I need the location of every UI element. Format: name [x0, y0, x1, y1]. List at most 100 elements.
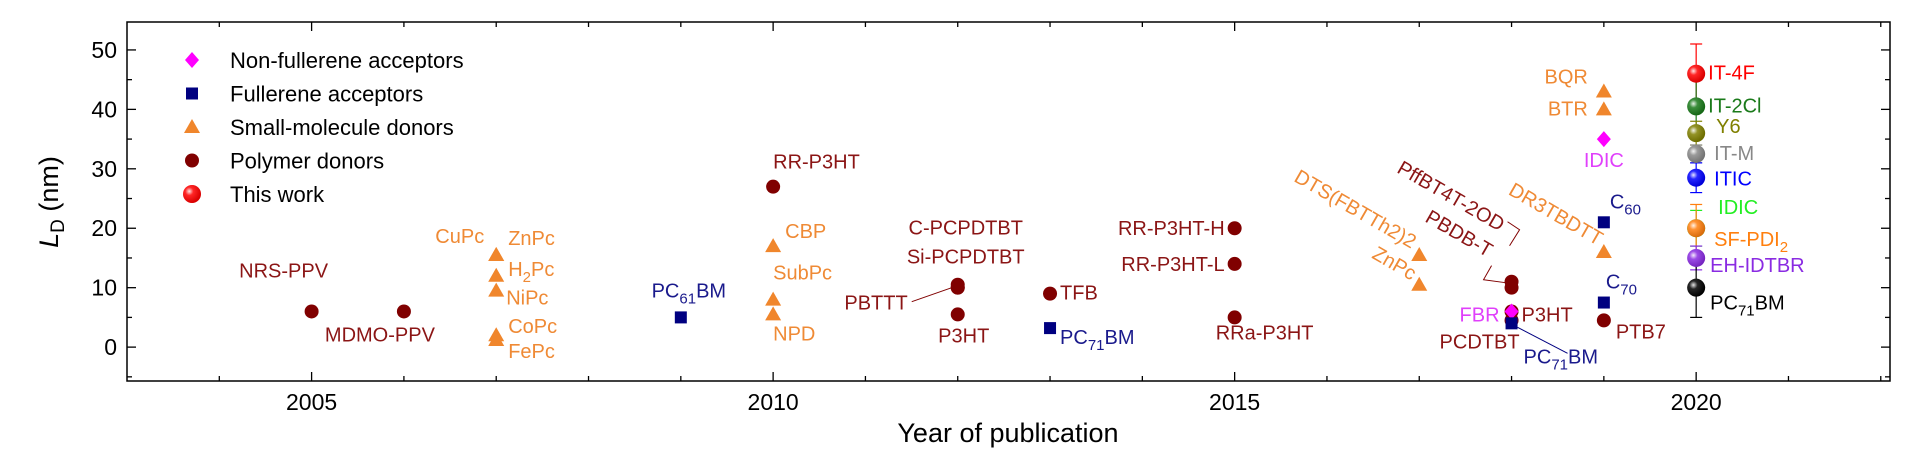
- label-part: DR3TBDTT: [1505, 179, 1606, 250]
- circle-marker: [1227, 256, 1242, 271]
- square-marker: [1044, 322, 1057, 335]
- this-work-marker: ITIC: [1687, 168, 1752, 191]
- legend-label: This work: [230, 182, 325, 207]
- sphere-highlight: [1687, 97, 1706, 116]
- label-part: ZnPc: [1368, 243, 1419, 285]
- point-label: EH-IDTBR: [1710, 255, 1804, 277]
- label-part: NPD: [773, 323, 815, 345]
- point-label: ITIC: [1714, 169, 1752, 191]
- leader-line: [1517, 326, 1568, 354]
- triangle-marker: [1595, 101, 1612, 116]
- square-icon: [186, 87, 198, 100]
- point-label: PTB7: [1616, 321, 1666, 343]
- point-label: IDIC: [1584, 150, 1624, 172]
- point-label: SF-PDI2: [1714, 229, 1788, 256]
- label-part: PCDTBT: [1440, 331, 1520, 353]
- data-point-small: SubPc: [765, 263, 832, 306]
- data-marks: NRS-PPVMDMO-PPVZnPcCuPcH2PcNiPcCoPcFePcP…: [239, 43, 1805, 373]
- label-part: RR-P3HT: [773, 152, 860, 174]
- point-label: P3HT: [1522, 304, 1573, 326]
- point-label: TFB: [1060, 283, 1098, 305]
- label-part: Y6: [1716, 116, 1740, 138]
- label-part: ITIC: [1714, 169, 1752, 191]
- data-point-polymer: MDMO-PPV: [325, 304, 436, 346]
- data-point-small: BQR: [1545, 67, 1612, 98]
- point-label: FePc: [508, 341, 555, 363]
- sphere-highlight: [1687, 124, 1706, 143]
- circle-marker: [950, 307, 965, 322]
- data-point-polymer: RR-P3HT-L: [1121, 254, 1242, 276]
- triangle-marker: [1411, 246, 1428, 261]
- circle-marker: [304, 304, 319, 319]
- diamond-icon: [185, 52, 199, 68]
- label-part: FBR: [1460, 304, 1500, 326]
- y-tick-label: 50: [91, 37, 117, 63]
- label-part: BTR: [1548, 98, 1588, 120]
- triangle-marker: [488, 246, 505, 261]
- label-subscript: 71: [1088, 337, 1105, 354]
- point-label: CuPc: [435, 226, 484, 248]
- data-point-polymer: PTB7: [1596, 313, 1666, 343]
- label-subscript: 71: [1551, 356, 1568, 373]
- label-part: CBP: [785, 221, 826, 243]
- circle-marker: [1504, 280, 1519, 295]
- label-part: BM: [1755, 293, 1785, 315]
- data-point-polymer: RR-P3HT: [766, 152, 860, 194]
- point-label: PC71BM: [1524, 346, 1598, 373]
- label-subscript: 70: [1620, 282, 1637, 299]
- label-part: BM: [1105, 327, 1135, 349]
- label-part: RR-P3HT-L: [1121, 254, 1224, 276]
- this-work-marker: PC71BM: [1687, 278, 1785, 320]
- point-label: H2Pc: [508, 259, 554, 286]
- y-tick-label: 10: [91, 275, 117, 301]
- label-part: H: [508, 259, 522, 281]
- point-label: NPD: [773, 323, 815, 345]
- point-label: PCDTBT: [1440, 331, 1520, 353]
- point-label: RR-P3HT: [773, 152, 860, 174]
- circle-marker: [766, 179, 781, 194]
- data-point-polymer: Si-PCPDTBT: [907, 247, 1025, 295]
- label-part: SF-PDI: [1714, 229, 1780, 251]
- label-subscript: 60: [1624, 201, 1641, 218]
- circle-marker: [1227, 221, 1242, 236]
- label-part: PC: [1710, 293, 1738, 315]
- label-part: C: [1610, 191, 1624, 213]
- label-part: PTB7: [1616, 321, 1666, 343]
- label-part: BM: [696, 280, 726, 302]
- data-point-small: CBP: [765, 221, 826, 253]
- label-part: FePc: [508, 341, 555, 363]
- y-tick-label: 40: [91, 96, 117, 122]
- point-label: FBR: [1460, 304, 1500, 326]
- y-axis-title: LD (nm): [34, 156, 69, 248]
- label-part: IT-2Cl: [1708, 95, 1761, 117]
- point-label: CoPc: [508, 316, 557, 338]
- label-part: C: [1606, 272, 1620, 294]
- point-label: RR-P3HT-H: [1118, 218, 1225, 240]
- diamond-marker: [1504, 303, 1519, 320]
- legend-label: Polymer donors: [230, 149, 384, 174]
- square-marker: [1597, 296, 1610, 309]
- circle-marker: [1596, 313, 1611, 328]
- this-work-marker: IT-2Cl: [1687, 95, 1762, 117]
- point-label: BTR: [1548, 98, 1588, 120]
- label-part: PC: [1060, 327, 1088, 349]
- x-tick-label: 2010: [748, 389, 799, 415]
- triangle-marker: [1411, 276, 1428, 291]
- legend-item-small: Small-molecule donors: [184, 115, 454, 140]
- x-tick-label: 2005: [286, 389, 337, 415]
- this-work-marker: EH-IDTBR: [1687, 248, 1805, 277]
- legend-item-this: This work: [183, 182, 325, 207]
- data-point-polymer: P3HT: [938, 307, 989, 347]
- label-part: IT-4F: [1708, 63, 1755, 85]
- label-part: EH-IDTBR: [1710, 255, 1804, 277]
- sphere-highlight: [1687, 64, 1706, 83]
- data-point-nfa: FBR: [1460, 303, 1519, 326]
- leader-line: [1507, 221, 1521, 247]
- label-part: IDIC: [1718, 197, 1758, 219]
- legend-item-polymer: Polymer donors: [185, 149, 384, 174]
- data-point-small: NPD: [765, 306, 815, 345]
- leader-line: [1482, 265, 1506, 284]
- point-label: P3HT: [938, 325, 989, 347]
- data-point-small: H2Pc: [488, 259, 554, 286]
